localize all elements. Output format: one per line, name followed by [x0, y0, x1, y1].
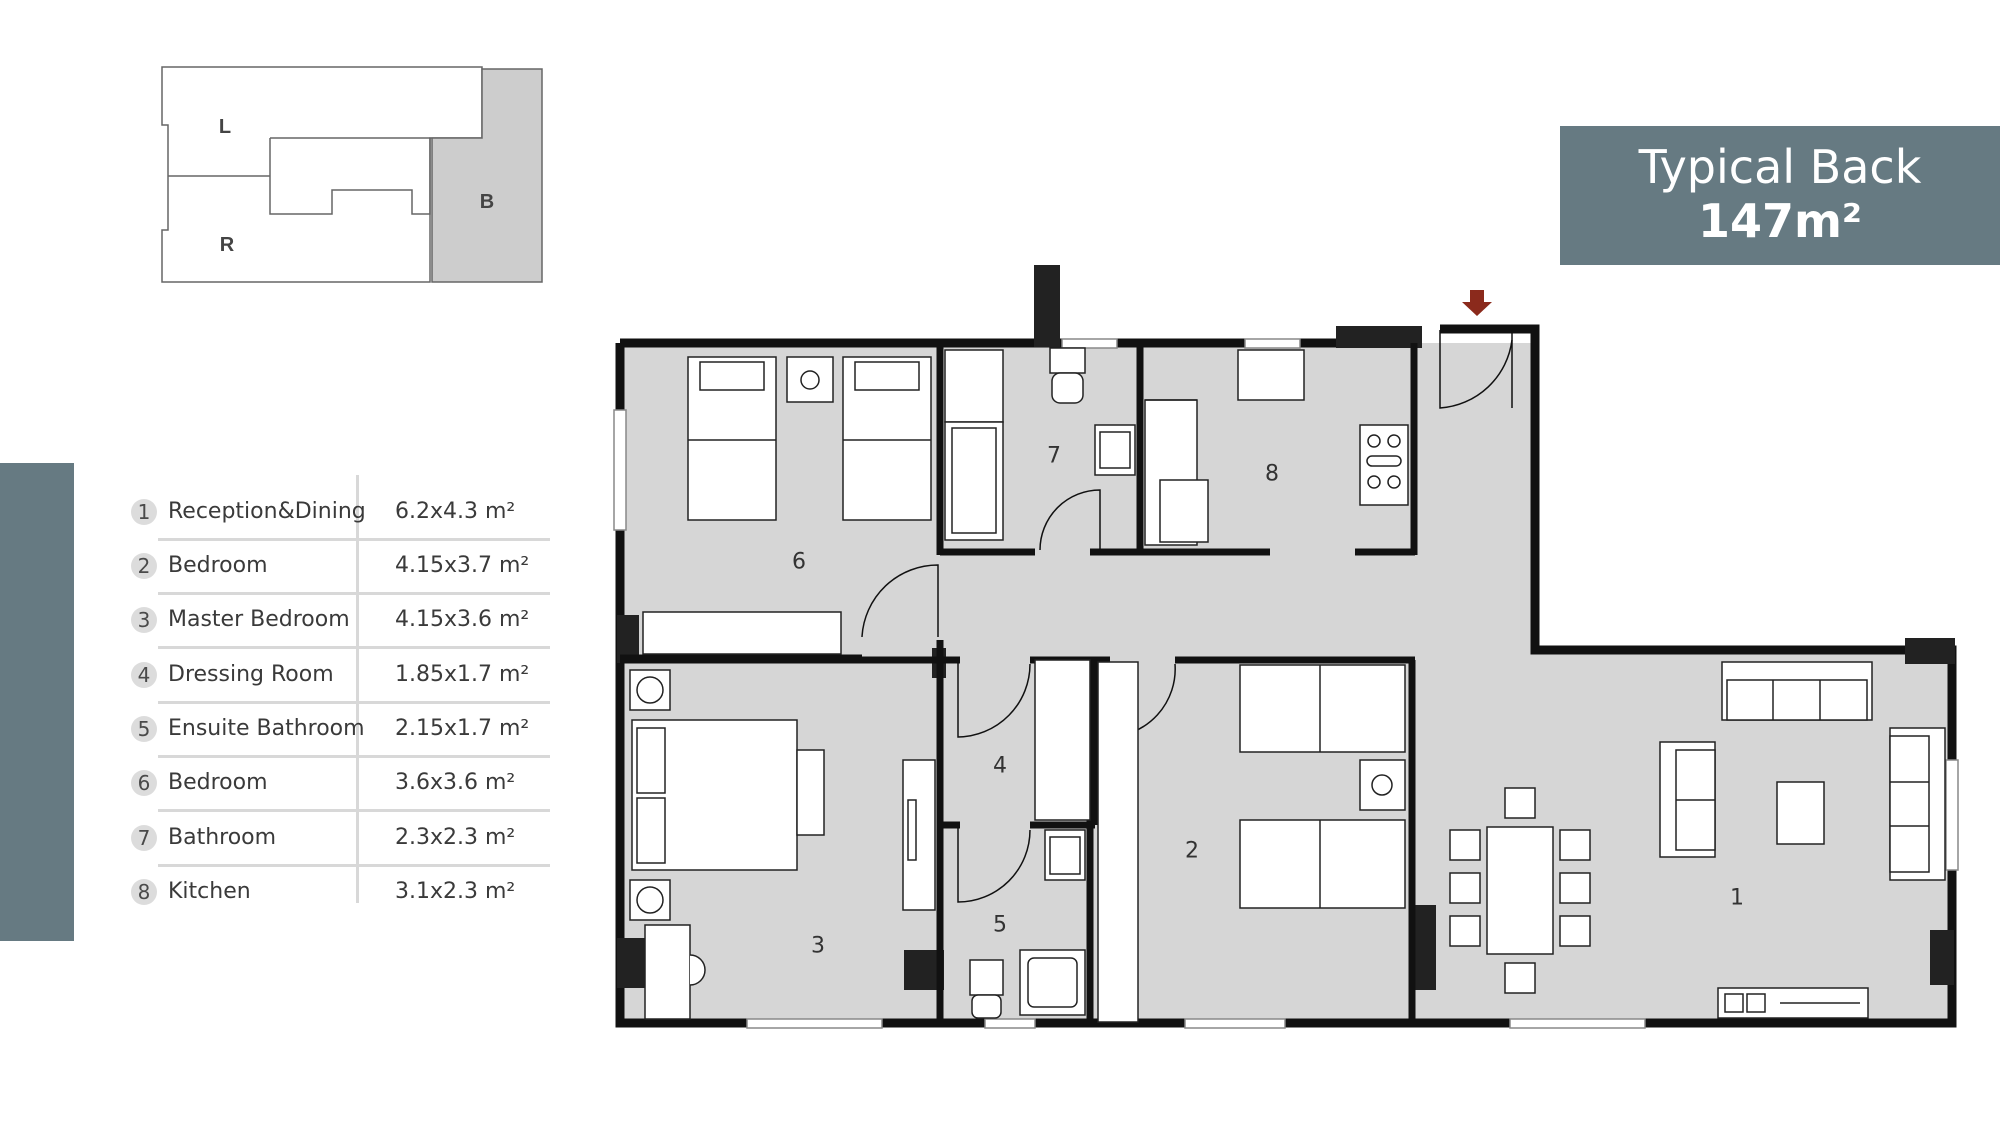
legend-room-name: Master Bedroom [168, 607, 350, 632]
legend-room-name: Bedroom [168, 770, 268, 795]
legend-number: 2 [131, 553, 157, 579]
room-label-3: 3 [811, 934, 825, 959]
key-label-b: B [480, 191, 494, 213]
legend-room-name: Kitchen [168, 879, 251, 904]
legend-number: 1 [131, 499, 157, 525]
room-label-2: 2 [1185, 839, 1199, 864]
legend-room-size: 3.6x3.6 m² [395, 770, 516, 795]
legend-room-size: 2.3x2.3 m² [395, 825, 516, 850]
legend-row: 2 Bedroom 4.15x3.7 m² [130, 547, 550, 599]
windows [613, 338, 1959, 1029]
kitchen-sink-icon [1237, 349, 1305, 401]
legend-number: 6 [131, 770, 157, 796]
chair-icon [1559, 872, 1591, 904]
bathtub-icon [944, 349, 1004, 423]
desk-icon [644, 924, 691, 1020]
legend-number: 3 [131, 607, 157, 633]
legend-rule [158, 538, 550, 541]
legend-room-size: 3.1x2.3 m² [395, 879, 516, 904]
wardrobe-icon [642, 611, 842, 655]
room-labels: 1 2 3 4 5 6 7 8 [792, 444, 1744, 959]
toilet-icon [969, 959, 1004, 996]
legend-rule [158, 701, 550, 704]
room-label-1: 1 [1730, 886, 1744, 911]
legend-room-size: 1.85x1.7 m² [395, 662, 530, 687]
legend-divider [356, 475, 359, 903]
legend-room-size: 4.15x3.6 m² [395, 607, 530, 632]
legend-room-size: 2.15x1.7 m² [395, 716, 530, 741]
bed-icon [1239, 819, 1406, 909]
legend-room-name: Bedroom [168, 553, 268, 578]
legend-row: 8 Kitchen 3.1x2.3 m² [130, 873, 550, 925]
legend-room-name: Dressing Room [168, 662, 334, 687]
chair-icon [1449, 829, 1481, 861]
side-accent-bar [0, 463, 74, 941]
wardrobe-icon [1034, 659, 1091, 821]
legend-number: 4 [131, 662, 157, 688]
coffee-table-icon [1776, 781, 1825, 845]
legend-rule [158, 592, 550, 595]
room-label-7: 7 [1047, 444, 1061, 469]
wardrobe-icon [1097, 661, 1139, 1023]
room-label-6: 6 [792, 550, 806, 575]
legend-row: 6 Bedroom 3.6x3.6 m² [130, 764, 550, 816]
unit-title-box: Typical Back 147m² [1560, 126, 2000, 265]
furniture [629, 347, 1946, 1023]
legend-number: 5 [131, 716, 157, 742]
entrance-arrow-icon [1462, 290, 1492, 316]
legend-row: 7 Bathroom 2.3x2.3 m² [130, 819, 550, 871]
legend-number: 7 [131, 825, 157, 851]
legend-number: 8 [131, 879, 157, 905]
legend-room-name: Reception&Dining [168, 499, 366, 524]
legend-room-name: Bathroom [168, 825, 277, 850]
chair-icon [1504, 962, 1536, 994]
unit-area: 147m² [1697, 194, 1863, 248]
chair-icon [1559, 915, 1591, 947]
toilet-icon [1049, 347, 1086, 374]
fridge-icon [1159, 479, 1209, 543]
room-label-8: 8 [1265, 462, 1279, 487]
dining-table-icon [1486, 826, 1554, 955]
door-swings [861, 330, 1513, 903]
bed-icon [1239, 664, 1406, 753]
legend-row: 3 Master Bedroom 4.15x3.6 m² [130, 601, 550, 653]
legend-row: 1 Reception&Dining 6.2x4.3 m² [130, 493, 550, 545]
legend-rule [158, 646, 550, 649]
legend-rule [158, 864, 550, 867]
legend-room-size: 6.2x4.3 m² [395, 499, 516, 524]
chair-icon [1449, 872, 1481, 904]
legend-room-name: Ensuite Bathroom [168, 716, 365, 741]
legend-row: 5 Ensuite Bathroom 2.15x1.7 m² [130, 710, 550, 762]
legend-rule [158, 755, 550, 758]
room-label-5: 5 [993, 913, 1007, 938]
legend-rule [158, 809, 550, 812]
interior-walls [620, 343, 1418, 1023]
legend-row: 4 Dressing Room 1.85x1.7 m² [130, 656, 550, 708]
chair-icon [1449, 915, 1481, 947]
key-plan-highlight [431, 68, 543, 283]
room-label-4: 4 [993, 754, 1007, 779]
key-label-l: L [219, 116, 231, 138]
unit-type-title: Typical Back [1638, 140, 1922, 194]
key-label-r: R [220, 234, 235, 256]
chair-icon [1559, 829, 1591, 861]
legend-room-size: 4.15x3.7 m² [395, 553, 530, 578]
chair-icon [1504, 787, 1536, 819]
